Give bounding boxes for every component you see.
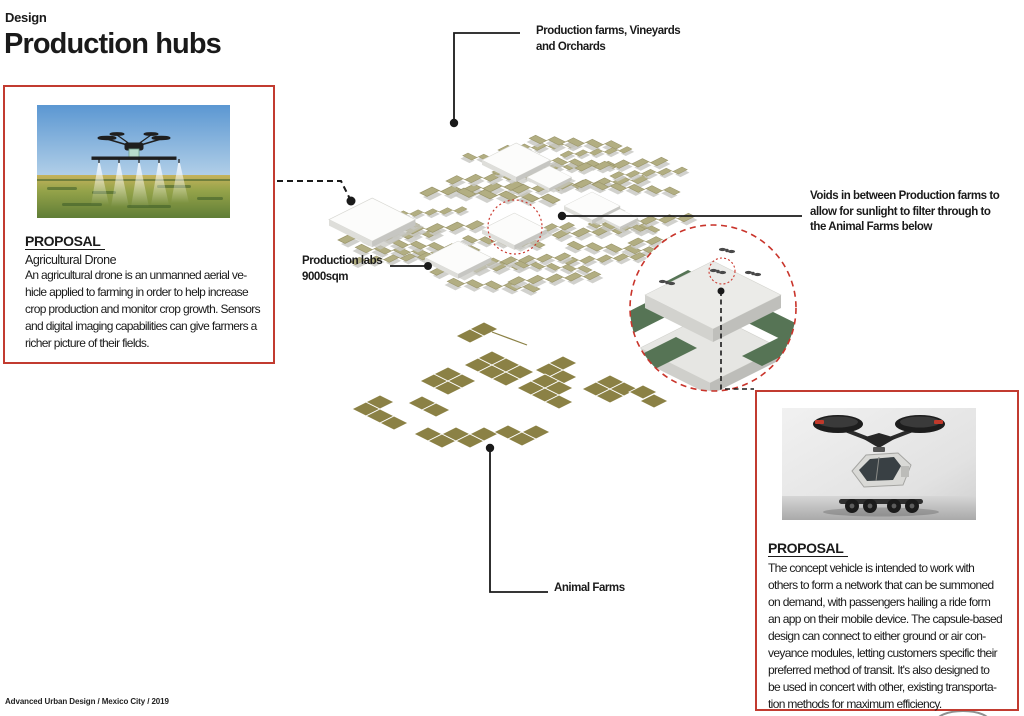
proposal-subheading: Agricultural Drone xyxy=(25,253,117,267)
page-title: Production hubs xyxy=(4,28,222,60)
label-production-farms: Production farms, Vineyards and Orchards xyxy=(536,25,681,53)
leader-dots xyxy=(346,118,725,453)
eyebrow: Design xyxy=(5,10,47,25)
label-voids: Voids in between Production farms to all… xyxy=(810,190,1000,233)
production-farms-illustration xyxy=(328,135,718,296)
animal-farms-illustration xyxy=(351,321,669,449)
proposal-body: An agricultural drone is an unmanned aer… xyxy=(25,268,261,350)
ground-chassis xyxy=(839,499,923,513)
footer-credit: Advanced Urban Design / Mexico City / 20… xyxy=(5,697,169,706)
proposal-box-drone: PROPOSAL Agricultural Drone An agricultu… xyxy=(3,85,275,364)
spray-mist xyxy=(91,159,189,207)
proposal-box-vehicle: PROPOSAL The concept vehicle is intended… xyxy=(755,390,1019,711)
leader-lines xyxy=(277,32,802,593)
proposal-body: The concept vehicle is intended to work … xyxy=(768,561,1003,711)
dashed-connector-drone-box xyxy=(277,180,351,200)
drone-highlight-dotted-circle xyxy=(708,257,736,285)
proposal-heading: PROPOSAL xyxy=(768,540,849,557)
label-animal-farms: Animal Farms xyxy=(554,582,625,594)
agricultural-drone-photo xyxy=(37,105,230,218)
proposal-heading: PROPOSAL xyxy=(25,233,106,250)
dashed-connector-vehicle-box xyxy=(720,291,754,390)
leader-animal-farms xyxy=(489,448,548,593)
modular-air-taxi-photo xyxy=(782,408,976,520)
label-production-labs: Production labs 9000sqm xyxy=(302,255,383,283)
farm-highlight-dotted-circle xyxy=(487,199,543,255)
page-corner-ellipse xyxy=(938,710,988,716)
capsule-cabin xyxy=(851,452,912,488)
drone-module xyxy=(813,415,945,452)
leader-production-farms xyxy=(453,32,520,123)
drone-silhouette xyxy=(91,132,180,163)
